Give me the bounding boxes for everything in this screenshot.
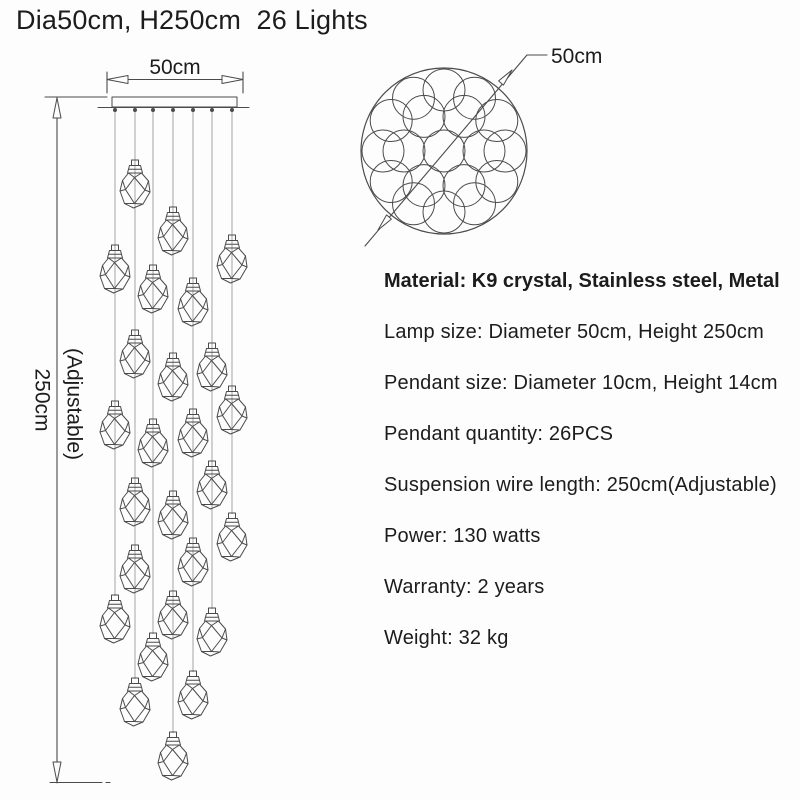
pendant-circle	[483, 129, 527, 173]
wire-attachment-dot	[171, 108, 175, 112]
height-dimension: 250cm (Adjustable)	[31, 96, 111, 784]
wire-attachment-dot	[191, 108, 195, 112]
pendant-circle	[475, 160, 519, 203]
page-title: Dia50cm, H250cm 26 Lights	[16, 5, 368, 35]
suspension-wires	[114, 110, 233, 733]
spec-line: Suspension wire length: 250cm(Adjustable…	[384, 474, 777, 496]
pendant-circle	[422, 68, 466, 112]
crystal-pendant	[137, 632, 169, 682]
crystal-pendant	[216, 512, 248, 562]
pendant-circle	[382, 129, 426, 173]
diameter-dimension-label: 50cm	[551, 45, 602, 68]
arrow-right-icon	[221, 75, 244, 84]
pendant-circle	[369, 99, 413, 142]
crystal-pendant	[196, 607, 228, 657]
arrow-up-icon	[52, 97, 62, 119]
wire-attachment-dot	[133, 108, 137, 112]
crystal-pendant	[99, 594, 131, 644]
top-view: 50cm	[360, 45, 602, 247]
diameter-dimension: 50cm	[364, 45, 602, 247]
spec-line: Pendant quantity: 26PCS	[384, 423, 614, 445]
spec-line: Material: K9 crystal, Stainless steel, M…	[384, 270, 780, 292]
arrow-down-icon	[52, 761, 62, 783]
arrow-lower-icon	[377, 214, 392, 231]
wire-attachment-dot	[151, 108, 155, 112]
height-adjustable-note: (Adjustable)	[63, 348, 86, 460]
spec-line: Pendant size: Diameter 10cm, Height 14cm	[384, 372, 778, 394]
height-dimension-label: 250cm	[31, 368, 54, 431]
pendant-circle	[422, 190, 466, 234]
pendant-circle	[453, 182, 496, 226]
wire-attachment-dot	[210, 108, 214, 112]
crystal-pendants	[99, 159, 248, 781]
spec-list: Material: K9 crystal, Stainless steel, M…	[384, 269, 796, 677]
pendant-circle	[475, 99, 519, 142]
spec-line: Weight: 32 kg	[384, 627, 509, 649]
spec-line: Power: 130 watts	[384, 525, 541, 547]
pendant-circle	[462, 129, 506, 173]
canopy-outline-circle	[360, 67, 528, 235]
wire-attachment-dots	[113, 108, 234, 112]
crystal-pendant	[119, 677, 151, 727]
wire-attachment-dot	[113, 108, 117, 112]
pendant-circle	[392, 182, 435, 226]
pendant-circles	[361, 68, 527, 234]
width-dimension: 50cm	[106, 56, 244, 94]
pendant-circle	[392, 76, 435, 120]
spec-line: Warranty: 2 years	[384, 576, 545, 598]
arrow-left-icon	[106, 75, 129, 84]
front-view: 50cm 250cm (Adjustable)	[31, 56, 250, 784]
ceiling-plate	[111, 96, 238, 108]
pendant-circle	[369, 160, 413, 203]
width-dimension-label: 50cm	[149, 56, 200, 79]
spec-line: Lamp size: Diameter 50cm, Height 250cm	[384, 321, 764, 343]
crystal-pendant	[177, 670, 209, 720]
arrow-upper-icon	[498, 69, 513, 86]
pendant-circle	[422, 129, 466, 173]
dimension-line	[364, 54, 528, 247]
pendant-circle	[361, 129, 405, 173]
wire-attachment-dot	[230, 108, 234, 112]
pendant-circle	[453, 76, 496, 120]
crystal-pendant	[157, 731, 189, 781]
